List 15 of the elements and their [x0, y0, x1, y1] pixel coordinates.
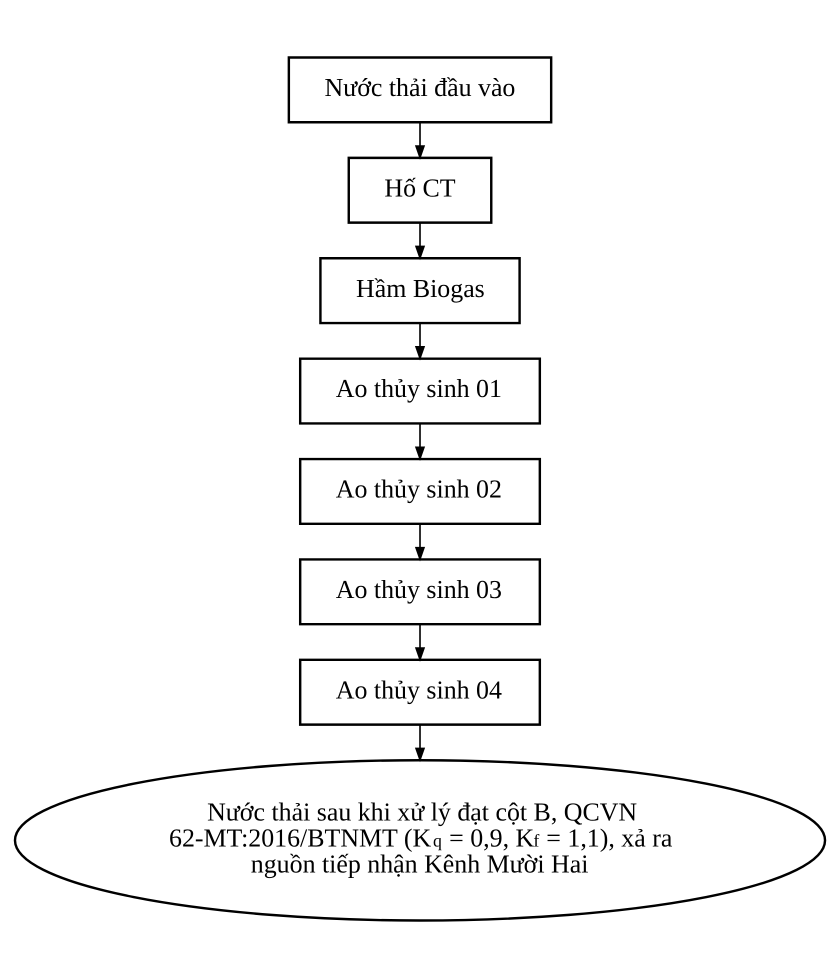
arrow [414, 424, 426, 462]
node-box: Ao thủy sinh 01 [298, 357, 542, 425]
node-box: Nước thải đầu vào [288, 56, 552, 124]
arrow [414, 725, 426, 762]
arrow [414, 624, 426, 662]
arrow [414, 324, 426, 361]
node-box: Hố CT [348, 156, 492, 224]
arrow [414, 122, 426, 160]
node-box: Ao thủy sinh 04 [298, 658, 542, 726]
node-box: Ao thủy sinh 02 [298, 458, 542, 526]
arrow [414, 223, 426, 260]
node-box: Hầm Biogas [319, 257, 521, 324]
arrow [414, 524, 426, 562]
node-box: Ao thủy sinh 03 [298, 558, 542, 626]
node-ellipse: Nước thải sau khi xử lý đạt cột B, QCVN 62-MT:2016/BTNMT (Kq = 0,9, Kf = 1,1), xả ra nguồn tiếp nhận Kênh Mười Hai [14, 759, 826, 922]
